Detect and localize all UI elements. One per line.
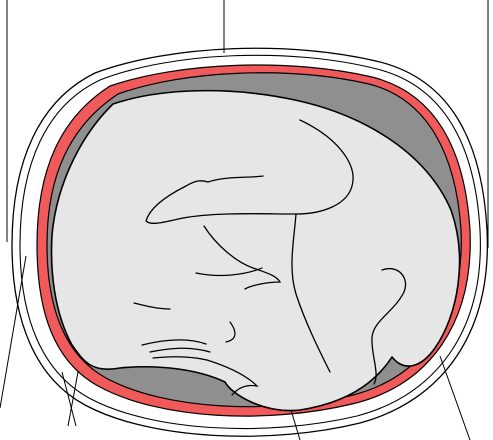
leader-line-bottom-right bbox=[440, 356, 470, 440]
leader-line-left-lower bbox=[0, 256, 26, 408]
